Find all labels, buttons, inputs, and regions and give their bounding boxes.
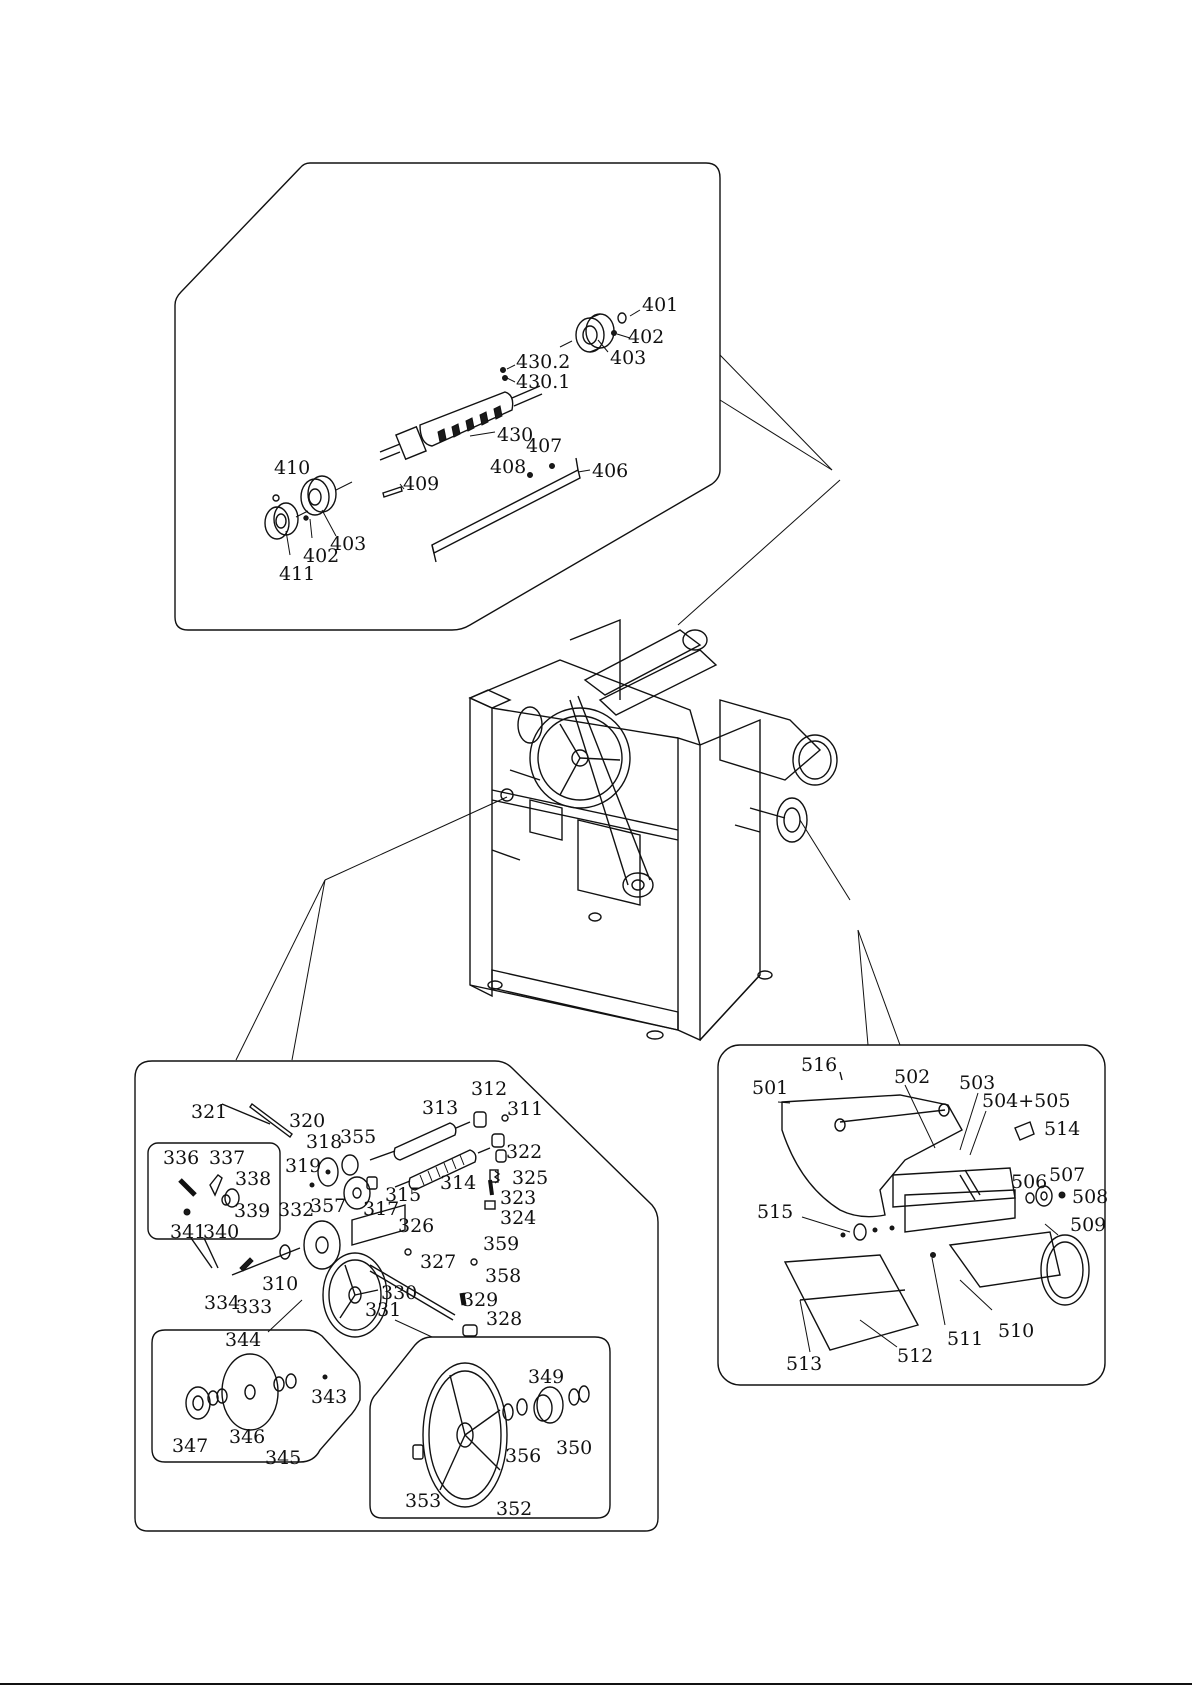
callout-510: 510 — [998, 1320, 1034, 1342]
pulley-411 — [265, 503, 298, 539]
cutterhead-callout-panel: 401 402 403 430.2 430.1 430 407 408 406 … — [175, 163, 840, 630]
callout-511: 511 — [947, 1328, 983, 1350]
callout-336: 336 — [163, 1147, 199, 1169]
callout-516: 516 — [801, 1054, 837, 1076]
feed-drive-callout-panel: 321 320 313 312 311 318 355 322 319 315 … — [135, 1061, 658, 1531]
callout-513: 513 — [786, 1353, 822, 1375]
callout-352: 352 — [496, 1498, 532, 1520]
callout-312: 312 — [471, 1078, 507, 1100]
callout-407: 407 — [526, 435, 562, 457]
callout-507: 507 — [1049, 1164, 1085, 1186]
callout-339: 339 — [234, 1200, 270, 1222]
callout-344: 344 — [225, 1329, 261, 1351]
callout-515: 515 — [757, 1201, 793, 1223]
callout-504-505: 504+505 — [982, 1090, 1070, 1112]
callout-408: 408 — [490, 456, 526, 478]
callout-340: 340 — [203, 1221, 239, 1243]
hood-501 — [782, 1095, 962, 1217]
callout-333: 333 — [236, 1296, 272, 1318]
callout-321: 321 — [191, 1101, 227, 1123]
callout-409: 409 — [403, 473, 439, 495]
callout-327: 327 — [420, 1251, 456, 1273]
callout-355: 355 — [340, 1126, 376, 1148]
callout-320: 320 — [289, 1110, 325, 1132]
callout-325: 325 — [512, 1167, 548, 1189]
callout-514: 514 — [1044, 1118, 1080, 1140]
callout-343: 343 — [311, 1386, 347, 1408]
callout-317: 317 — [363, 1198, 399, 1220]
callout-508: 508 — [1072, 1186, 1108, 1208]
callout-430-2: 430.2 — [516, 351, 570, 373]
chip-chute-callout-panel: 516 501 502 503 504+505 514 506 507 508 … — [718, 1045, 1108, 1385]
callout-411: 411 — [279, 563, 315, 585]
callout-310: 310 — [262, 1273, 298, 1295]
callout-346: 346 — [229, 1426, 265, 1448]
callout-430-1: 430.1 — [516, 371, 570, 393]
callout-331: 331 — [365, 1299, 401, 1321]
callout-338: 338 — [235, 1168, 271, 1190]
callout-314: 314 — [440, 1172, 476, 1194]
callout-359: 359 — [483, 1233, 519, 1255]
bearing-403-top — [576, 314, 614, 352]
callout-345: 345 — [265, 1447, 301, 1469]
callout-350: 350 — [556, 1437, 592, 1459]
plate-512 — [785, 1255, 918, 1350]
callout-319: 319 — [285, 1155, 321, 1177]
callout-322: 322 — [506, 1141, 542, 1163]
callout-357: 357 — [310, 1195, 346, 1217]
callout-313: 313 — [422, 1097, 458, 1119]
callout-341: 341 — [170, 1221, 206, 1243]
callout-353: 353 — [405, 1490, 441, 1512]
callout-337: 337 — [209, 1147, 245, 1169]
dust-port-509 — [1041, 1235, 1089, 1305]
callout-356: 356 — [505, 1445, 541, 1467]
callout-358: 358 — [485, 1265, 521, 1287]
callout-506: 506 — [1011, 1171, 1047, 1193]
callout-334: 334 — [204, 1292, 240, 1314]
callout-326: 326 — [398, 1215, 434, 1237]
bearing-403-left — [301, 476, 336, 515]
ring-401 — [618, 313, 626, 323]
callout-323: 323 — [500, 1187, 536, 1209]
callout-501: 501 — [752, 1077, 788, 1099]
callout-347: 347 — [172, 1435, 208, 1457]
callout-509: 509 — [1070, 1214, 1106, 1236]
cutterhead-430 — [380, 386, 542, 460]
callout-332: 332 — [278, 1199, 314, 1221]
roller-313 — [394, 1123, 456, 1160]
callout-311: 311 — [507, 1098, 543, 1120]
callout-502: 502 — [894, 1066, 930, 1088]
handwheel — [777, 798, 807, 842]
callout-402: 402 — [628, 326, 664, 348]
callout-403: 403 — [610, 347, 646, 369]
callout-324: 324 — [500, 1207, 536, 1229]
screw-402-top — [612, 331, 617, 336]
callout-512: 512 — [897, 1345, 933, 1367]
callout-406: 406 — [592, 460, 628, 482]
callout-328: 328 — [486, 1308, 522, 1330]
callout-410: 410 — [274, 457, 310, 479]
callout-349: 349 — [528, 1366, 564, 1388]
callout-318: 318 — [306, 1131, 342, 1153]
planer-machine-assembly — [470, 620, 837, 1040]
callout-401: 401 — [642, 294, 678, 316]
